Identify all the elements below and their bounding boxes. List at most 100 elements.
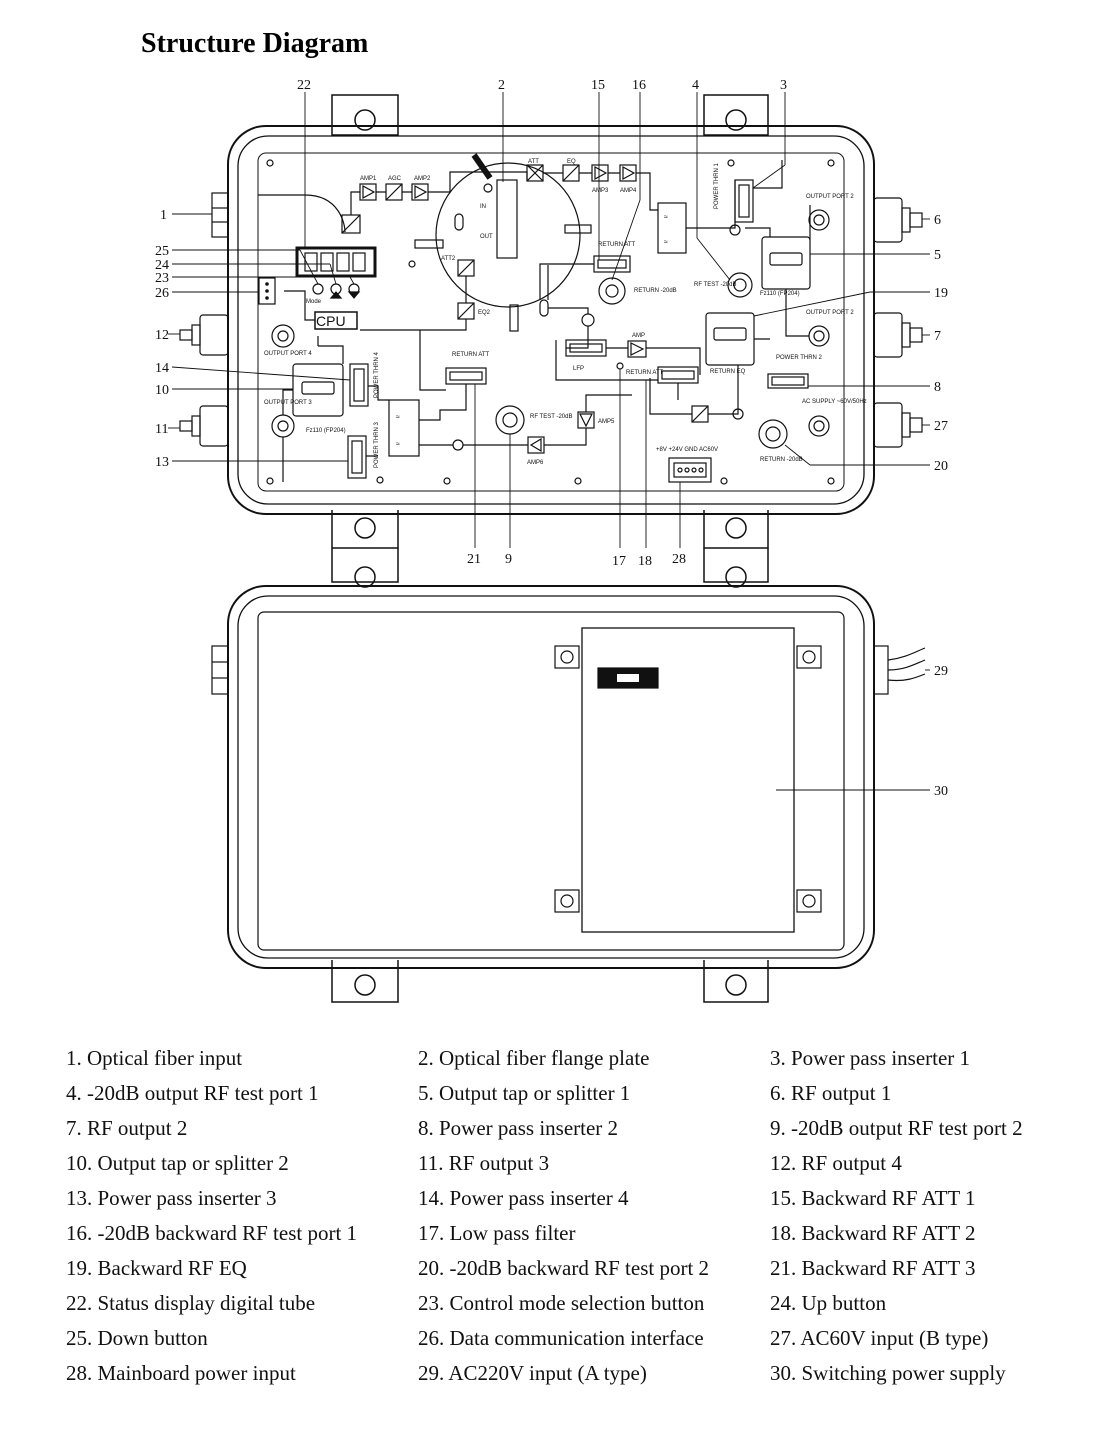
legend-item: 28. Mainboard power input <box>66 1361 296 1385</box>
top-housing <box>179 94 923 549</box>
callout-17: 17 <box>612 554 626 569</box>
label-output-port4: OUTPUT PORT 4 <box>264 351 312 357</box>
legend-item: 7. RF output 2 <box>66 1116 188 1140</box>
legend-item: 17. Low pass filter <box>418 1221 576 1245</box>
page-title: Structure Diagram <box>141 28 369 59</box>
legend-item: 20. -20dB backward RF test port 2 <box>418 1256 710 1280</box>
callout-5: 5 <box>934 248 941 263</box>
legend-item: 29. AC220V input (A type) <box>418 1361 647 1385</box>
callout-15: 15 <box>591 78 605 93</box>
legend-item: 2. Optical fiber flange plate <box>418 1046 650 1070</box>
svg-text:≈: ≈ <box>664 214 668 221</box>
legend-item: 24. Up button <box>770 1291 887 1315</box>
callout-18: 18 <box>638 554 652 569</box>
label-rf-test-bottom: RF TEST -20dB <box>530 414 572 420</box>
legend-item: 30. Switching power supply <box>770 1361 1006 1385</box>
label-power-thrn1: POWER THRN 1 <box>714 162 720 209</box>
label-att: ATT <box>528 159 539 165</box>
legend-item: 11. RF output 3 <box>418 1151 550 1175</box>
legend-item: 10. Output tap or splitter 2 <box>66 1151 289 1175</box>
label-amp5: AMP5 <box>598 419 615 425</box>
callout-27: 27 <box>934 419 948 434</box>
label-mode: Mode <box>306 299 322 305</box>
optical-fiber-flange-plate <box>258 153 592 332</box>
callout-4: 4 <box>692 78 699 93</box>
label-fz110-right: Fz110 (FP204) <box>760 291 800 297</box>
callout-1: 1 <box>160 208 167 223</box>
legend-item: 21. Backward RF ATT 3 <box>770 1256 976 1280</box>
svg-text:≈: ≈ <box>664 239 668 246</box>
forward-amplifier-chain: ≈ ≈ <box>341 164 687 331</box>
legend-item: 19. Backward RF EQ <box>66 1256 247 1280</box>
label-lfp: LFP <box>573 366 584 372</box>
callout-26: 26 <box>155 286 169 301</box>
bottom-housing <box>211 548 926 1003</box>
svg-text:≈: ≈ <box>396 414 400 421</box>
callout-30: 30 <box>934 784 948 799</box>
label-amp1: AMP1 <box>360 176 377 182</box>
callout-11: 11 <box>155 422 168 437</box>
legend-item: 26. Data communication interface <box>418 1326 704 1350</box>
legend-item: 12. RF output 4 <box>770 1151 902 1175</box>
left-outputs: ≈ ≈ <box>271 324 632 482</box>
legend-item: 9. -20dB output RF test port 2 <box>770 1116 1023 1140</box>
label-power-thrn3: POWER THRN 3 <box>374 421 380 468</box>
label-in: IN <box>480 204 486 210</box>
label-rf-test-top: RF TEST -20dB <box>694 282 736 288</box>
legend-item: 18. Backward RF ATT 2 <box>770 1221 976 1245</box>
callout-14: 14 <box>155 361 169 376</box>
legend-item: 22. Status display digital tube <box>66 1291 316 1315</box>
legend-item: 27. AC60V input (B type) <box>770 1326 989 1350</box>
callout-10: 10 <box>155 383 169 398</box>
legend: 1. Optical fiber input 2. Optical fiber … <box>66 1042 1076 1392</box>
label-amp3: AMP3 <box>592 188 609 194</box>
label-amp2: AMP2 <box>414 176 431 182</box>
label-power-thrn4: POWER THRN 4 <box>374 351 380 398</box>
svg-text:≈: ≈ <box>396 441 400 448</box>
label-power-input: +8V +24V GND AC60V <box>656 447 718 453</box>
legend-item: 15. Backward RF ATT 1 <box>770 1186 976 1210</box>
label-amp4: AMP4 <box>620 188 637 194</box>
callout-24: 24 <box>155 258 169 273</box>
label-return-att-mid: RETURN ATT <box>626 370 664 376</box>
legend-item: 23. Control mode selection button <box>418 1291 705 1315</box>
label-agc: AGC <box>388 176 402 182</box>
callout-23: 23 <box>155 271 169 286</box>
legend-item: 25. Down button <box>66 1326 208 1350</box>
callout-16: 16 <box>632 78 646 93</box>
label-out: OUT <box>480 234 493 240</box>
leader-lines <box>168 92 930 791</box>
label-return-20db-bottom: RETURN -20dB <box>760 457 803 463</box>
callout-21: 21 <box>467 552 481 567</box>
cpu-and-display <box>258 246 377 330</box>
legend-item: 5. Output tap or splitter 1 <box>418 1081 631 1105</box>
label-output-port3: OUTPUT PORT 3 <box>264 400 312 406</box>
label-return-20db-top: RETURN -20dB <box>634 288 677 294</box>
label-eq: EQ <box>567 159 576 165</box>
label-power-thrn2: POWER THRN 2 <box>776 355 823 361</box>
legend-item: 13. Power pass inserter 3 <box>66 1186 277 1210</box>
callout-29: 29 <box>934 664 948 679</box>
callout-13: 13 <box>155 455 169 470</box>
label-cpu: CPU <box>316 313 346 329</box>
callout-9: 9 <box>505 552 512 567</box>
structure-diagram: ≈ ≈ <box>155 78 948 1003</box>
label-return-eq: RETURN EQ <box>710 369 746 375</box>
legend-item: 8. Power pass inserter 2 <box>418 1116 619 1140</box>
legend-item: 1. Optical fiber input <box>66 1046 243 1070</box>
label-output-port2: OUTPUT PORT 2 <box>806 194 854 200</box>
callout-25: 25 <box>155 244 169 259</box>
label-return-att-top: RETURN ATT <box>598 242 636 248</box>
callout-12: 12 <box>155 328 169 343</box>
legend-item: 4. -20dB output RF test port 1 <box>66 1081 319 1105</box>
right-outputs <box>649 160 830 449</box>
label-return-att-left: RETURN ATT <box>452 352 490 358</box>
callout-2: 2 <box>498 78 505 93</box>
return-section <box>539 255 701 400</box>
callout-numbers: 1 2 3 4 5 6 7 8 9 10 11 12 13 14 15 16 1… <box>155 78 948 799</box>
label-output-port2b: OUTPUT PORT 2 <box>806 310 854 316</box>
board-text: AMP1 AGC AMP2 ATT EQ AMP3 AMP4 ATT2 EQ2 … <box>264 159 867 468</box>
callout-20: 20 <box>934 459 948 474</box>
label-eq2: EQ2 <box>478 310 491 316</box>
callout-6: 6 <box>934 213 941 228</box>
